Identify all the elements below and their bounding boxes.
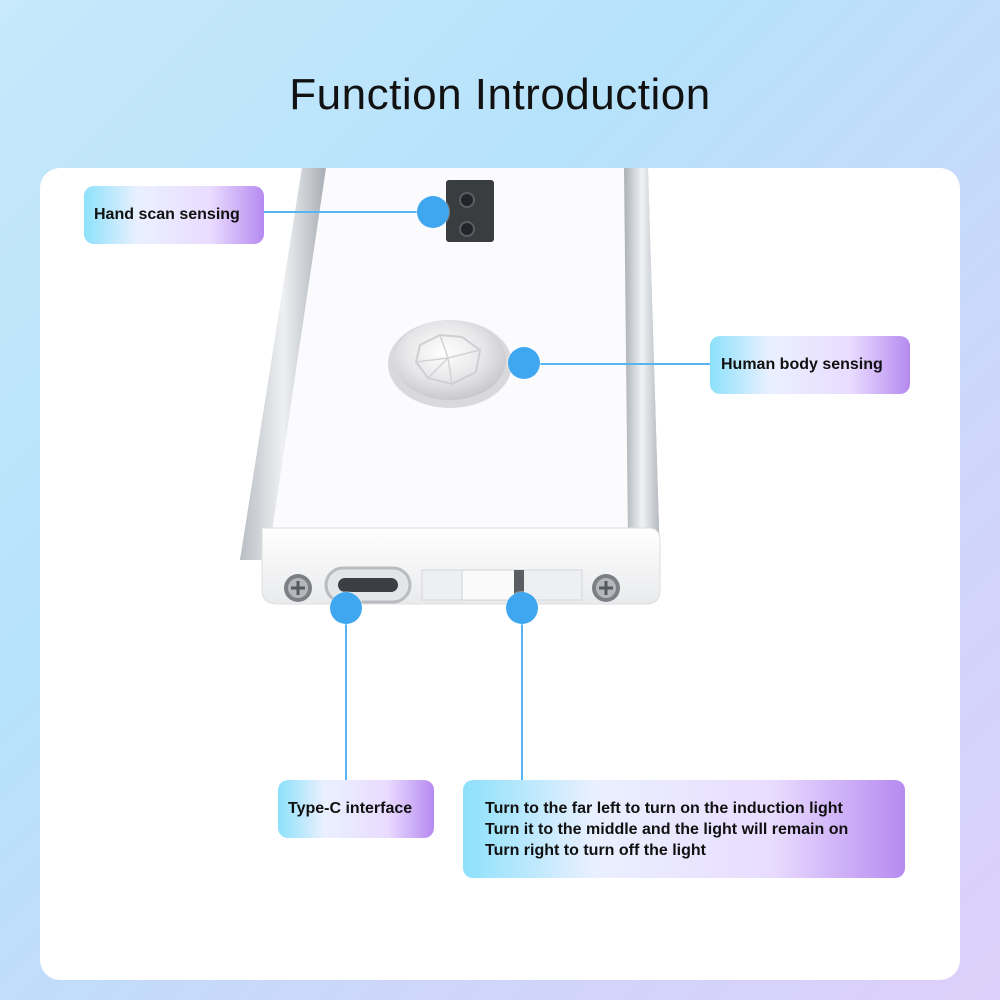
label-hand-scan: Hand scan sensing <box>84 186 264 244</box>
switch-mode-right: Turn right to turn off the light <box>485 841 706 859</box>
label-type-c: Type-C interface <box>278 780 434 838</box>
label-human-body: Human body sensing <box>710 336 910 394</box>
marker-human-body <box>508 347 540 379</box>
marker-switch <box>506 592 538 624</box>
connector-hand-scan <box>264 211 434 213</box>
label-hand-scan-text: Hand scan sensing <box>94 206 240 223</box>
connector-human-body <box>540 363 710 365</box>
hand-scan-sensor-icon <box>446 180 494 242</box>
switch-mode-middle: Turn it to the middle and the light will… <box>485 820 849 838</box>
connector-type-c <box>345 620 347 780</box>
page-title: Function Introduction <box>289 70 711 119</box>
screw-right-icon <box>592 574 620 602</box>
marker-hand-scan <box>417 196 449 228</box>
connector-switch <box>521 620 523 780</box>
body-frame-left-edge <box>240 168 326 560</box>
label-switch-modes: Turn to the far left to turn on the indu… <box>463 780 905 878</box>
label-type-c-text: Type-C interface <box>288 800 413 817</box>
pir-sensor-dome-icon <box>388 320 512 408</box>
switch-mode-left: Turn to the far left to turn on the indu… <box>485 799 843 817</box>
label-human-body-text: Human body sensing <box>721 356 883 373</box>
marker-type-c <box>330 592 362 624</box>
slide-switch-icon <box>421 569 583 601</box>
screw-left-icon <box>284 574 312 602</box>
